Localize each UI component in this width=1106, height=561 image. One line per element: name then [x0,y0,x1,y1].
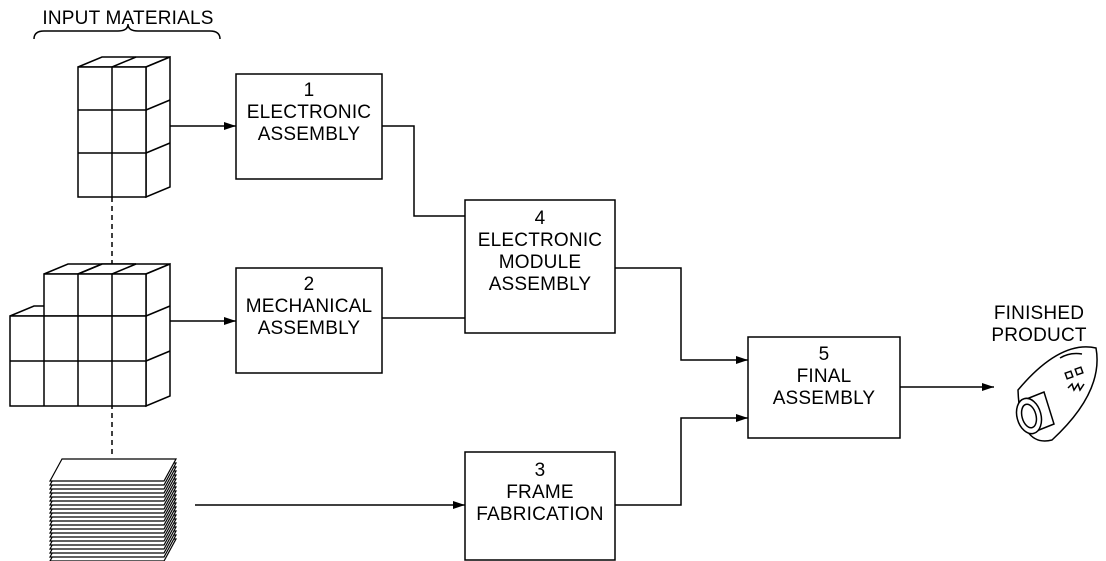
box-4-line-2: MODULE [465,252,615,274]
box-1-number: 1 [236,80,382,102]
box-1-line-2: ASSEMBLY [236,124,382,146]
input-materials-label: INPUT MATERIALS [32,8,224,30]
box-1-label: 1 ELECTRONIC ASSEMBLY [236,80,382,146]
box-1-line-1: ELECTRONIC [236,102,382,124]
box-3-number: 3 [465,460,615,482]
finished-product-line-1: FINISHED [972,303,1106,325]
line-box-1-to-box-4 [382,126,465,216]
box-2-label: 2 MECHANICAL ASSEMBLY [236,274,382,340]
box-5-line-1: FINAL [748,366,900,388]
box-5-label: 5 FINAL ASSEMBLY [748,344,900,410]
box-3-line-1: FRAME [465,482,615,504]
box-3-label: 3 FRAME FABRICATION [465,460,615,526]
box-4-number: 4 [465,208,615,230]
box-4-line-1: ELECTRONIC [465,230,615,252]
box-4-label: 4 ELECTRONIC MODULE ASSEMBLY [465,208,615,296]
stepped-cube-stack-icon [10,264,170,406]
finished-product-line-2: PRODUCT [972,325,1106,347]
cube-stack-icon [78,57,170,197]
box-3-line-2: FABRICATION [465,504,615,526]
arrow-box-3-to-box-5 [615,418,748,505]
arrow-box-4-to-box-5 [615,268,748,360]
box-2-line-1: MECHANICAL [236,296,382,318]
box-5-line-2: ASSEMBLY [748,388,900,410]
box-5-number: 5 [748,344,900,366]
box-4-line-3: ASSEMBLY [465,274,615,296]
box-2-line-2: ASSEMBLY [236,318,382,340]
finished-product-label: FINISHED PRODUCT [972,303,1106,347]
sheet-stack-icon [50,459,176,561]
finished-product-icon [1013,347,1097,441]
box-2-number: 2 [236,274,382,296]
